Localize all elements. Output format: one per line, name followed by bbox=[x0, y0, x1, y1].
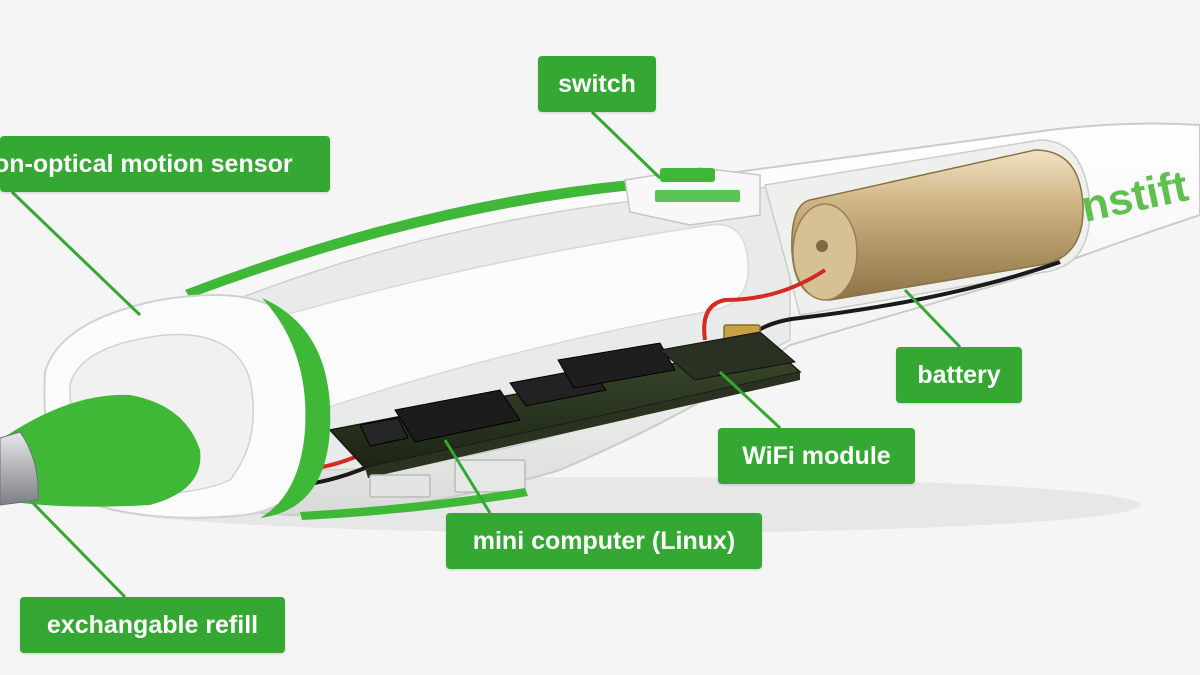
refill-tip bbox=[0, 431, 39, 506]
processor-chip bbox=[394, 389, 521, 443]
leader-switch bbox=[590, 110, 662, 180]
red-wire bbox=[702, 268, 827, 341]
mini-computer-label: mini computer (Linux) bbox=[446, 513, 762, 569]
black-wire bbox=[738, 260, 1061, 347]
leader-refill bbox=[28, 498, 127, 599]
green-cone bbox=[0, 394, 201, 507]
sensor-tube bbox=[284, 223, 750, 411]
green-bottom-stripe bbox=[300, 488, 528, 520]
leader-mini-computer bbox=[443, 439, 492, 514]
switch-label: switch bbox=[538, 56, 656, 112]
motion-sensor-label: on-optical motion sensor bbox=[0, 136, 330, 192]
board-connector-small bbox=[369, 474, 431, 498]
small-chip bbox=[359, 417, 409, 447]
switch-contact bbox=[655, 190, 740, 202]
green-top-stripe bbox=[185, 180, 632, 298]
wifi-chip bbox=[658, 331, 797, 381]
leader-battery bbox=[903, 288, 962, 349]
battery-label: battery bbox=[896, 347, 1022, 403]
pcb-board-edge bbox=[365, 372, 800, 478]
flash-chip bbox=[557, 342, 676, 389]
battery-cell bbox=[791, 149, 1084, 301]
leader-motion-sensor bbox=[10, 190, 142, 317]
battery-terminal bbox=[816, 240, 828, 252]
refill-label: exchangable refill bbox=[20, 597, 285, 653]
wifi-module-label: WiFi module bbox=[718, 428, 915, 484]
collar-green-rim bbox=[260, 298, 331, 518]
battery-end-cap bbox=[792, 203, 858, 301]
leader-wifi bbox=[718, 370, 782, 430]
switch-button bbox=[660, 168, 715, 182]
